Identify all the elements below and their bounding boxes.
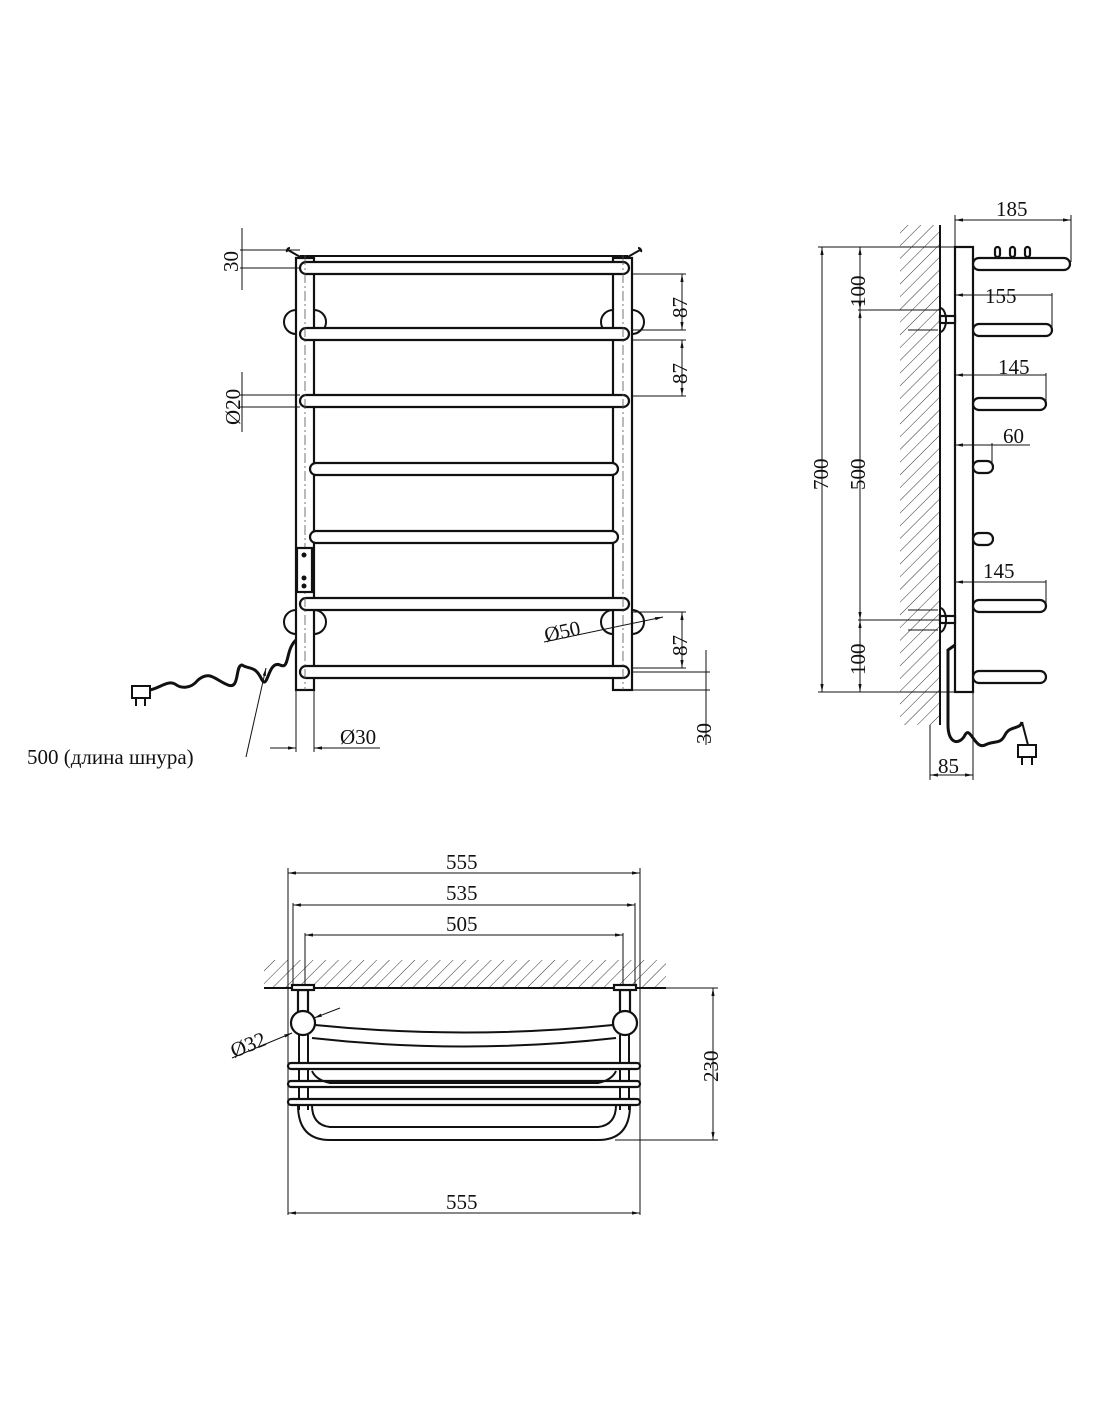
dim-spacing-2: 87	[668, 363, 692, 384]
dim-upper-mount: 100	[846, 276, 870, 308]
dim-width-bottom: 555	[446, 1190, 478, 1214]
dim-lower-mount: 100	[846, 644, 870, 676]
dim-depth: 230	[699, 1051, 723, 1083]
dim-post-diameter: Ø30	[340, 725, 376, 749]
dim-width-outer: 535	[446, 881, 478, 905]
top-wall-hatch	[264, 960, 666, 988]
dim-bottom-offset: 30	[692, 723, 716, 744]
dim-width-mount: 505	[446, 912, 478, 936]
dim-spacing-3: 87	[668, 635, 692, 656]
hook-right	[625, 247, 643, 259]
dim-depth-5: 145	[983, 559, 1015, 583]
dim-total-height: 700	[809, 459, 833, 491]
side-plug-icon	[1017, 721, 1037, 765]
plug-icon	[131, 685, 151, 706]
dim-top-offset: 30	[219, 251, 243, 272]
top-mounts	[289, 983, 639, 1037]
top-curved-bar	[311, 1024, 617, 1048]
dim-mount-spacing: 500	[846, 459, 870, 491]
power-cord	[149, 638, 298, 692]
side-bars	[971, 256, 1072, 685]
dim-depth-2: 155	[985, 284, 1017, 308]
dim-wall-offset: 85	[938, 754, 959, 778]
hook-pins	[993, 245, 1032, 259]
dim-flange-diameter: Ø50	[542, 616, 582, 647]
side-view: 185 155 145 60 145 700 100 500 100 85	[809, 197, 1072, 780]
dim-bar-diameter: Ø20	[221, 389, 245, 425]
hook-left	[285, 247, 303, 259]
towel-bars	[298, 260, 631, 680]
side-power-cord	[946, 643, 1024, 748]
front-view: 30 87 87 87 Ø20 30 Ø30 Ø50 500 (длина шн…	[27, 228, 716, 769]
wall-flanges	[283, 309, 645, 635]
wall-hatch	[900, 225, 940, 725]
cord-length-label: 500 (длина шнура)	[27, 745, 194, 769]
dim-mount-diameter: Ø32	[227, 1027, 270, 1063]
dim-depth-top: 185	[996, 197, 1028, 221]
top-side-rods	[298, 1035, 630, 1110]
dim-width-total: 555	[446, 850, 478, 874]
side-post	[953, 245, 975, 694]
dim-depth-3: 145	[998, 355, 1030, 379]
top-view: 555 535 505 230 555 Ø32	[227, 850, 723, 1215]
dim-depth-4: 60	[1003, 424, 1024, 448]
dim-spacing-1: 87	[668, 297, 692, 318]
top-u-bars	[297, 1070, 631, 1141]
control-box	[295, 546, 314, 594]
